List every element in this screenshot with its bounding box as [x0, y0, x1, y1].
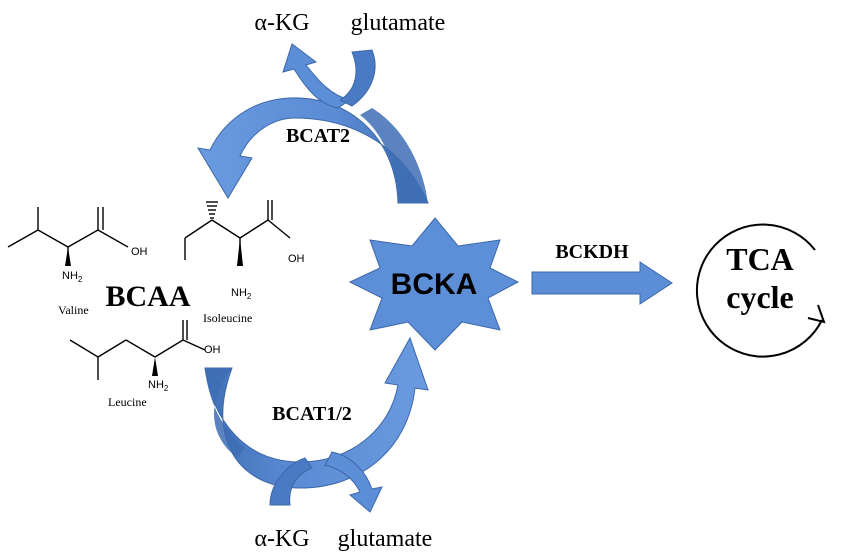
- tca-cycle-node: TCA cycle: [696, 223, 826, 358]
- top-enzyme-label: BCAT2: [286, 125, 350, 147]
- bckdh-arrow: [531, 261, 673, 305]
- tca-line2: cycle: [726, 279, 794, 315]
- top-cycle: BCAT2 α-KG glutamate: [197, 10, 446, 204]
- bottom-enzyme-label: BCAT1/2: [272, 403, 352, 425]
- isoleucine-nh2: NH2: [231, 287, 252, 301]
- top-small-arrow: [282, 43, 352, 109]
- tca-cycle-arrowhead: [807, 304, 826, 324]
- bckdh-label: BCKDH: [555, 241, 629, 263]
- bcaa-label: BCAA: [105, 280, 190, 313]
- bottom-akg-tail: [269, 457, 313, 506]
- bottom-small-arrow: [324, 451, 383, 513]
- bcka-label: BCKA: [391, 268, 478, 301]
- top-akg-label: α-KG: [254, 10, 309, 36]
- valine-oh: OH: [131, 246, 148, 258]
- bottom-arrow-shade: [205, 368, 245, 458]
- isoleucine-oh: OH: [288, 253, 305, 265]
- isoleucine-structure: [184, 200, 291, 265]
- isoleucine-name: Isoleucine: [203, 311, 252, 325]
- leucine-nh2: NH2: [148, 379, 169, 393]
- valine-structure: [7, 207, 129, 266]
- isoleucine-hash-bond: [206, 201, 218, 219]
- bottom-akg-label: α-KG: [254, 526, 309, 552]
- top-glutamate-tail: [338, 49, 376, 107]
- valine-wedge: [65, 247, 71, 266]
- leucine-name: Leucine: [108, 395, 147, 409]
- leucine-structure: [69, 320, 206, 380]
- top-arrow-shade: [360, 108, 428, 203]
- tca-line1: TCA: [726, 241, 794, 277]
- bottom-main-arrow: [204, 336, 429, 489]
- tca-cycle-circle: [696, 223, 823, 358]
- valine-nh2: NH2: [62, 270, 83, 284]
- valine-name: Valine: [58, 303, 89, 317]
- isoleucine-wedge: [237, 238, 243, 266]
- bcka-star: [348, 217, 520, 351]
- bckdh-step: BCKDH: [531, 241, 673, 305]
- top-main-arrow: [197, 97, 429, 204]
- leucine-wedge: [152, 357, 158, 376]
- top-glutamate-label: glutamate: [351, 10, 446, 36]
- bcka-node: BCKA: [348, 217, 520, 351]
- bottom-cycle: BCAT1/2 α-KG glutamate: [204, 336, 433, 552]
- leucine-oh: OH: [204, 344, 221, 356]
- bottom-glutamate-label: glutamate: [338, 526, 433, 552]
